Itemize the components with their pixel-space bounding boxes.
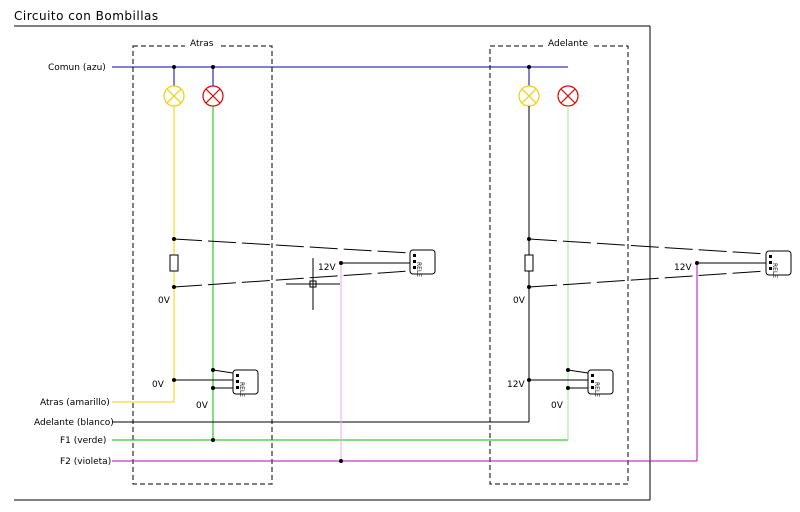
rear-switch-relay-tag: RELE [238,382,245,397]
front-12v-label: 12V [674,263,692,273]
rear-zone-label: Atras [190,39,214,49]
front-relay-icon: RELE [765,250,792,278]
rear-12v-label: 12V [318,263,336,273]
rear-relay-0v-label-2: 0V [196,401,209,411]
rear-0v-label: 0V [158,296,171,306]
rear-wire-label: Atras (amarillo) [40,398,110,408]
rear-wire [112,106,175,403]
front-resistor-icon [524,254,534,272]
crosshair-cursor-icon [286,258,340,310]
f2-wire-label: F2 (violeta) [60,457,111,467]
front-zone-label: Adelante [548,39,588,49]
rear-relay-icon: RELE [409,249,436,277]
front-yellow-lamp-icon [518,85,540,107]
rear-red-lamp-icon [202,85,224,107]
rear-yellow-lamp-icon [163,85,185,107]
common-wire [112,66,568,86]
front-0v-label: 0V [513,296,526,306]
rear-zone-box [132,45,273,485]
f1-wire-label: F1 (verde) [60,436,106,446]
f2-wire [112,263,698,462]
front-red-lamp-icon [557,85,579,107]
front-switch-relay-icon: RELE [587,369,614,397]
front-wire-label: Adelante (blanco) [34,418,114,428]
common-wire-label: Comun (azu) [48,63,106,73]
rear-relay-tag: RELE [415,262,422,277]
f1-wire [112,106,569,441]
rear-resistor-icon [169,254,179,272]
front-relay-0v-label: 0V [551,401,564,411]
diagram-title: Circuito con Bombillas [14,9,159,23]
rear-switch-relay-icon: RELE [232,369,259,397]
front-switch-relay-tag: RELE [593,382,600,397]
front-relay-tag: RELE [771,263,778,278]
front-relay-12v-label: 12V [507,380,525,390]
rear-relay-0v-label: 0V [152,380,165,390]
front-zone-box [489,45,629,485]
